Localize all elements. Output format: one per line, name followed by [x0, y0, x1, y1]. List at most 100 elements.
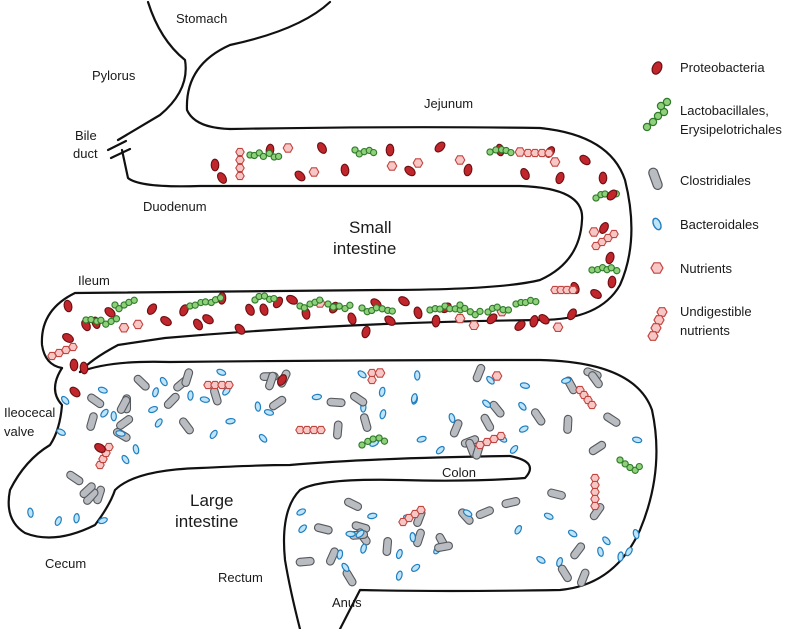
- bacteroidales-cell: [367, 512, 378, 520]
- undigestible-nutrient: [224, 380, 234, 390]
- lactobacillales-cell: [592, 194, 600, 202]
- proteobacteria-cell: [317, 142, 327, 154]
- nutrient-icon: [650, 262, 664, 274]
- bacteroidales-cell: [379, 409, 387, 420]
- proteobacteria-cell: [286, 294, 298, 305]
- clostridiales-cell: [359, 413, 372, 432]
- clostridiales-cell: [557, 564, 572, 583]
- legend-label: Erysipelotrichales: [680, 122, 782, 137]
- bacteroidales-cell: [209, 429, 218, 440]
- bacteroidales-cell: [395, 548, 403, 560]
- proteobacteria-cell: [234, 323, 246, 335]
- undigestible-nutrient: [47, 351, 57, 361]
- lactobacillales-cell: [274, 152, 283, 161]
- bacteroidales-cell: [61, 395, 70, 405]
- legend-label: nutrients: [680, 323, 730, 338]
- bacteroidales-cell: [345, 530, 356, 538]
- bacteroidales-cell: [410, 393, 418, 404]
- undigestible-nutrient: [295, 425, 305, 435]
- proteobacteria-cell: [590, 288, 602, 300]
- undigestible-nutrient: [475, 440, 485, 450]
- proteobacteria-cell: [216, 172, 228, 184]
- clostridiales-cell: [86, 412, 98, 431]
- lactobacillales-cell: [112, 315, 121, 323]
- bacteroidales-cell: [258, 433, 268, 443]
- lactobacillales-cell: [471, 311, 479, 319]
- label-small-intestine-line2: intestine: [333, 239, 396, 258]
- proteobacteria-cell: [277, 374, 287, 386]
- proteobacteria-cell: [62, 333, 74, 343]
- lactobacillales-icon: [642, 97, 672, 132]
- proteobacteria-cell: [202, 314, 214, 325]
- proteobacteria-cell: [567, 308, 577, 321]
- bacteroidales-cell: [148, 405, 159, 414]
- label-anus: Anus: [332, 595, 362, 610]
- proteobacteria-cell: [434, 141, 446, 153]
- bacteroidales-cell: [632, 528, 640, 540]
- clostridiales-cell: [332, 420, 343, 440]
- undigestible-nutrient: [309, 425, 319, 435]
- lactobacillales-cell: [270, 294, 278, 303]
- label-small-intestine-line1: Small: [349, 218, 392, 237]
- clostridiales-cell: [313, 523, 333, 535]
- lactobacillales-cell: [621, 460, 629, 468]
- bacteroidales-cell: [115, 430, 126, 437]
- clostridiales-cell: [480, 413, 495, 432]
- nutrient-particle: [282, 143, 294, 153]
- nutrient-particle: [491, 371, 503, 381]
- undigestible-nutrient: [203, 380, 213, 390]
- bacteroidales-cell: [395, 570, 403, 581]
- proteobacteria-cell: [486, 313, 498, 325]
- bacteroidales-cell: [518, 401, 527, 411]
- proteobacteria-cell: [361, 325, 371, 339]
- bile-duct-lower: [109, 147, 132, 160]
- small-intestine-inner-wall: [40, 148, 584, 370]
- bacteroidales-cell: [341, 562, 350, 572]
- lactobacillales-cell: [476, 307, 484, 316]
- clostridiales-cell: [344, 497, 363, 511]
- clostridiales-cell: [178, 417, 194, 435]
- bacteroidales-cell: [336, 549, 344, 560]
- undigestible-nutrient: [609, 229, 619, 239]
- proteobacteria-cell: [463, 163, 473, 177]
- proteobacteria-icon: [651, 61, 663, 75]
- undigestible-nutrient: [568, 285, 578, 295]
- proteobacteria-cell: [579, 154, 591, 166]
- clostridiales-cell: [87, 393, 105, 409]
- undigestible-nutrient: [537, 148, 547, 158]
- label-cecum: Cecum: [45, 556, 86, 571]
- bacteroidales-cell: [543, 512, 554, 520]
- undigestible-nutrient: [104, 442, 114, 452]
- lactobacillales-cell: [369, 148, 378, 157]
- clostridiales-cell: [268, 395, 287, 411]
- label-pylorus: Pylorus: [92, 68, 136, 83]
- nutrient-particle: [118, 323, 130, 333]
- undigestible-nutrient: [523, 148, 533, 158]
- proteobacteria-cell: [514, 320, 526, 331]
- stomach-wall-right: [185, 0, 332, 131]
- bacteroidales-cell: [509, 444, 519, 454]
- bacteroidales-cell: [416, 435, 427, 443]
- clostridiales-cell: [588, 371, 603, 389]
- lactobacillales-cell: [388, 307, 396, 315]
- undigestible-nutrient: [590, 487, 600, 497]
- lactobacillales-cell: [369, 435, 377, 443]
- bacteroidales-icon: [652, 217, 662, 231]
- nutrient-particle: [514, 147, 526, 157]
- bacteroidales-cell: [462, 509, 473, 518]
- undigestible-nutrient: [590, 473, 600, 483]
- bile-duct-upper: [106, 139, 128, 152]
- bacteroidales-cell: [514, 525, 523, 535]
- bacteroidales-cell: [73, 512, 80, 524]
- proteobacteria-cell: [607, 275, 617, 289]
- bacteroidales-cell: [624, 546, 633, 557]
- bacteroidales-cell: [536, 555, 546, 564]
- bacteroidales-cell: [561, 377, 572, 384]
- bacteroidales-cell: [225, 417, 236, 425]
- lactobacillales-cell: [507, 148, 515, 157]
- nutrient-particle: [468, 320, 480, 331]
- bacteroidales-cell: [159, 376, 168, 387]
- legend-label: Lactobacillales,: [680, 103, 769, 118]
- clostridiales-cell: [501, 497, 521, 509]
